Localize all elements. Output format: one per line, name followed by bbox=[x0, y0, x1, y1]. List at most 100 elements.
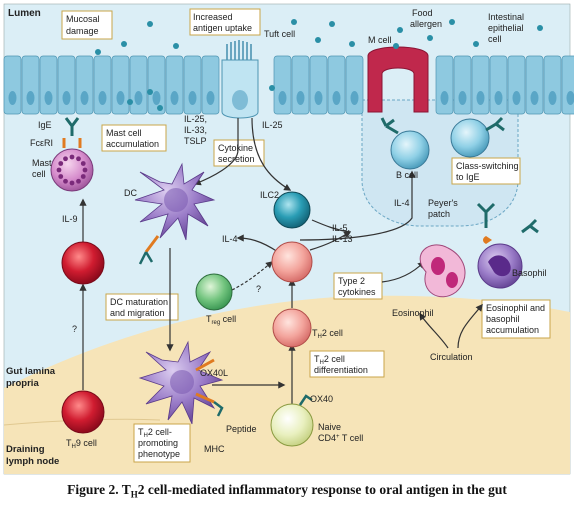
mast-cell-label-2: cell bbox=[32, 169, 46, 179]
epithelial-nucleus bbox=[566, 91, 574, 105]
circulation-label: Circulation bbox=[430, 352, 473, 362]
epithelium-to-dc-arrow bbox=[193, 118, 239, 186]
food-allergen-label-2: allergen bbox=[410, 19, 442, 29]
il4-arrow bbox=[236, 234, 279, 253]
epithelial-cell bbox=[345, 55, 364, 115]
epithelial-cell bbox=[327, 55, 346, 115]
dendritic-cell bbox=[134, 162, 216, 265]
eosinophil-basophil-accumulation-box: Eosinophil and basophil accumulation bbox=[481, 299, 551, 339]
epithelial-nucleus bbox=[476, 91, 485, 105]
epithelial-cell bbox=[507, 55, 526, 115]
diagram-labels: Lumen Gut lamina propria Draining lymph … bbox=[6, 8, 547, 467]
eosinophil bbox=[419, 244, 466, 298]
svg-text:TH2 cell-: TH2 cell- bbox=[138, 427, 172, 439]
basophil bbox=[477, 243, 523, 289]
increased-antigen-uptake-box: Increased antigen uptake bbox=[189, 8, 261, 36]
allergen-dot bbox=[427, 35, 433, 41]
svg-text:to IgE: to IgE bbox=[456, 172, 480, 182]
allergen-dot bbox=[147, 21, 153, 27]
mast-granule bbox=[58, 161, 64, 166]
epithelial-cell bbox=[57, 55, 76, 115]
tuft-cell-label: Tuft cell bbox=[264, 29, 295, 39]
svg-text:secretion: secretion bbox=[218, 154, 255, 164]
m-cell bbox=[367, 46, 429, 113]
epithelial-cell bbox=[471, 55, 490, 115]
svg-text:Mast cell: Mast cell bbox=[106, 128, 142, 138]
ige-label: IgE bbox=[38, 120, 52, 130]
epithelial-label-3: cell bbox=[488, 34, 502, 44]
mast-granule bbox=[69, 154, 75, 160]
question-mark-mid: ? bbox=[256, 284, 261, 294]
epithelial-label-2: epithelial bbox=[488, 23, 524, 33]
naive-label-1: Naive bbox=[318, 422, 341, 432]
fceri-receptor bbox=[483, 236, 492, 244]
mhc-label: MHC bbox=[204, 444, 225, 454]
allergen-dot bbox=[127, 99, 133, 105]
ox40l-label: OX40L bbox=[200, 368, 228, 378]
epithelial-cell bbox=[111, 55, 130, 115]
svg-text:accumulation: accumulation bbox=[486, 325, 539, 335]
epithelial-nucleus bbox=[134, 91, 143, 105]
tuft-cell bbox=[221, 40, 259, 119]
lamina-label-1: Gut lamina bbox=[6, 366, 56, 377]
epithelial-nucleus bbox=[116, 91, 125, 105]
mast-cell bbox=[50, 117, 94, 192]
peyers-patch-label-2: patch bbox=[428, 209, 450, 219]
b-cell-label: B cell bbox=[396, 170, 418, 180]
epithelial-nucleus bbox=[188, 91, 197, 105]
il5-il13-arrow bbox=[309, 231, 352, 251]
allergen-dot bbox=[157, 105, 163, 111]
naive-cd4-t-cell bbox=[270, 394, 314, 447]
allergen-dot bbox=[95, 49, 101, 55]
mast-granule bbox=[63, 156, 68, 162]
svg-text:Cytokine: Cytokine bbox=[218, 143, 253, 153]
epithelial-cell bbox=[453, 55, 472, 115]
ilc2-to-il5-arrow bbox=[311, 219, 351, 233]
figure-caption: Figure 2. TH2 cell-mediated inflammatory… bbox=[67, 482, 507, 500]
svg-text:DC maturation: DC maturation bbox=[110, 297, 168, 307]
food-allergen-particles bbox=[95, 19, 543, 111]
il25-33-tslp-label-2: IL-33, bbox=[184, 125, 207, 135]
peyers-patch-label-1: Peyer's bbox=[428, 198, 458, 208]
allergen-dot bbox=[147, 89, 153, 95]
epithelial-cell bbox=[39, 55, 58, 115]
basophil-label: Basophil bbox=[512, 268, 547, 278]
th2-diagram: Mucosal damage Increased antigen uptake … bbox=[3, 3, 574, 475]
epithelial-cell bbox=[525, 55, 544, 115]
svg-text:differentiation: differentiation bbox=[314, 365, 368, 375]
epithelial-nucleus bbox=[296, 91, 305, 105]
th2-cell bbox=[272, 308, 312, 348]
epithelial-nucleus bbox=[350, 91, 359, 105]
allergen-dot bbox=[393, 43, 399, 49]
th2-promoting-dendritic-cell bbox=[138, 340, 224, 425]
th9-effector-cell bbox=[61, 241, 105, 285]
circulation-to-eosinophil-arrow bbox=[419, 312, 449, 349]
allergen-dot bbox=[349, 41, 355, 47]
mast-granule bbox=[80, 161, 86, 166]
svg-text:cytokines: cytokines bbox=[338, 287, 376, 297]
il9-label: IL-9 bbox=[62, 214, 78, 224]
epithelial-nucleus bbox=[278, 91, 287, 105]
fceri-label: FcεRI bbox=[30, 138, 53, 148]
mucosal-damage-box: Mucosal damage bbox=[61, 10, 113, 40]
mast-granule bbox=[80, 174, 86, 179]
epithelial-cell bbox=[561, 55, 574, 115]
lymph-label-2: lymph node bbox=[6, 456, 59, 467]
epithelial-nucleus bbox=[26, 91, 35, 105]
epithelial-cell bbox=[291, 55, 310, 115]
th2-effector-cell bbox=[271, 241, 313, 283]
epithelial-cell bbox=[21, 55, 40, 115]
circulation-to-basophil-arrow bbox=[457, 303, 483, 349]
svg-text:TH2 cell: TH2 cell bbox=[312, 328, 343, 340]
epithelial-nucleus bbox=[548, 91, 557, 105]
allergen-dot bbox=[397, 27, 403, 33]
epithelial-cell bbox=[183, 55, 202, 115]
epithelial-nucleus bbox=[152, 91, 161, 105]
epithelial-nucleus bbox=[512, 91, 521, 105]
epithelial-cell bbox=[3, 55, 22, 115]
peptide-label: Peptide bbox=[226, 424, 257, 434]
epithelial-nucleus bbox=[44, 91, 53, 105]
svg-text:Increased: Increased bbox=[193, 12, 233, 22]
type2-cytokines-box: Type 2 cytokines bbox=[333, 272, 383, 300]
pathway-arrows bbox=[79, 117, 483, 404]
